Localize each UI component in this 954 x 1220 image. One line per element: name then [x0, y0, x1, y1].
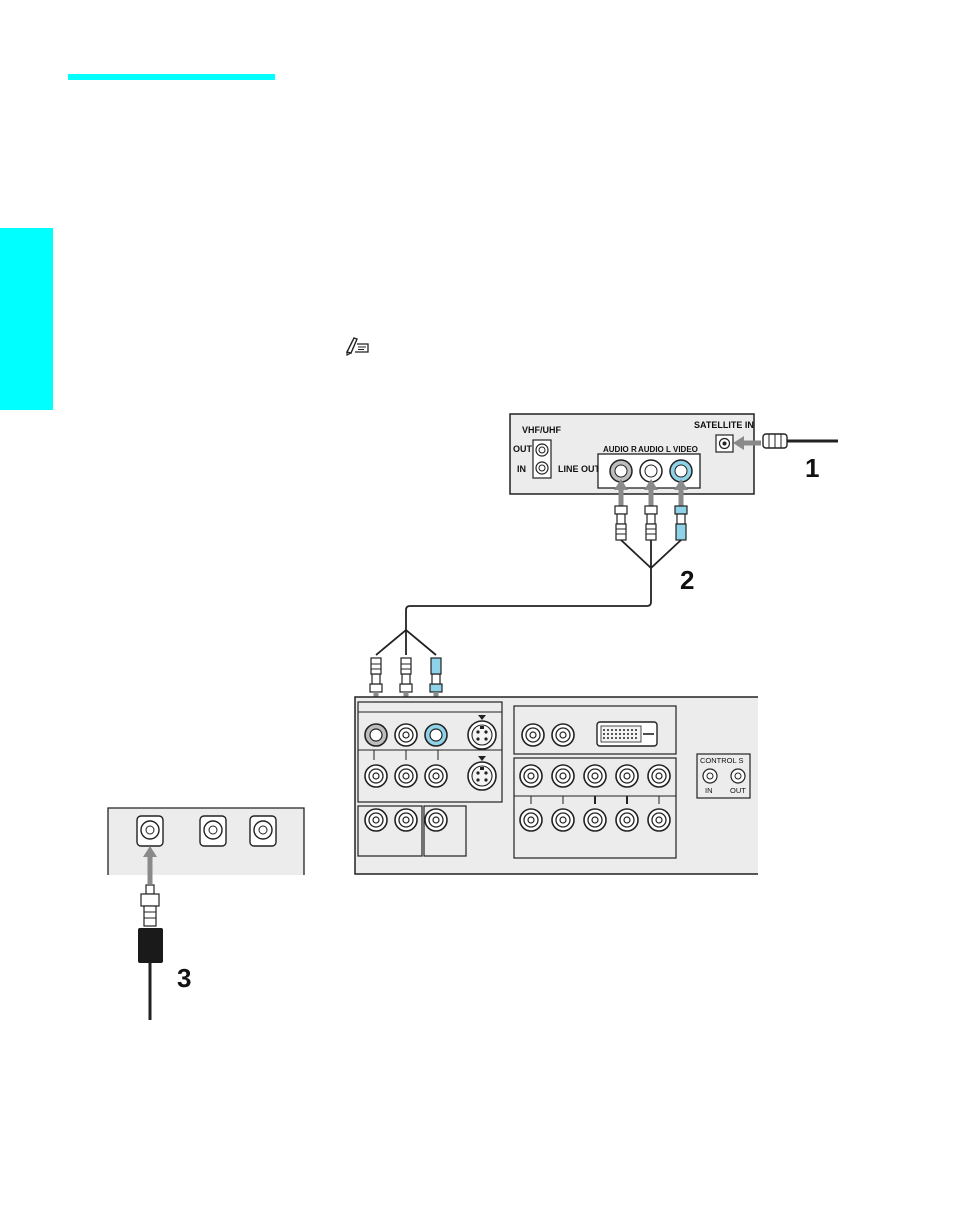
satellite-in-jack[interactable] — [720, 439, 730, 449]
vhf-uhf-input-jack[interactable] — [137, 816, 163, 846]
vhf-out-jack[interactable] — [536, 444, 548, 456]
control-s-label: CONTROL S — [700, 756, 743, 765]
step-1-callout: 1 — [805, 453, 819, 483]
tv-video-in-audio-l-jack[interactable] — [365, 724, 387, 746]
tv-rear-panel: CONTROL S IN OUT — [355, 697, 758, 874]
control-s-in-label: IN — [705, 786, 713, 795]
audio-r-jack[interactable] — [610, 460, 632, 482]
audio-l-jack[interactable] — [640, 460, 662, 482]
vhf-in-jack[interactable] — [536, 462, 548, 474]
antenna-input-panel — [108, 808, 304, 875]
line-out-label: LINE OUT — [558, 464, 601, 474]
control-s-out-label: OUT — [730, 786, 746, 795]
in-label: IN — [517, 464, 526, 474]
audio-r-label: AUDIO R — [603, 445, 637, 454]
vhf-uhf-label: VHF/UHF — [522, 425, 561, 435]
av-cable — [369, 479, 688, 729]
step-2-callout: 2 — [680, 565, 694, 595]
audio-l-label: AUDIO L — [638, 445, 671, 454]
step-3-callout: 3 — [177, 963, 191, 993]
tv-video-in-audio-r-jack[interactable] — [395, 724, 417, 746]
svideo-jack-1[interactable] — [468, 721, 496, 749]
video-out-jack[interactable] — [670, 460, 692, 482]
control-s-in-jack[interactable] — [703, 769, 717, 783]
tv-video-in-video-jack[interactable] — [425, 724, 447, 746]
control-s-out-jack[interactable] — [731, 769, 745, 783]
dvi-port[interactable] — [597, 722, 657, 746]
satellite-receiver-panel: VHF/UHF OUT IN LINE OUT AUDIO R AUDIO L … — [510, 414, 754, 494]
video-label: VIDEO — [673, 445, 698, 454]
svideo-jack-2[interactable] — [468, 762, 496, 790]
satellite-in-label: SATELLITE IN — [694, 420, 754, 430]
out-label: OUT — [513, 444, 533, 454]
